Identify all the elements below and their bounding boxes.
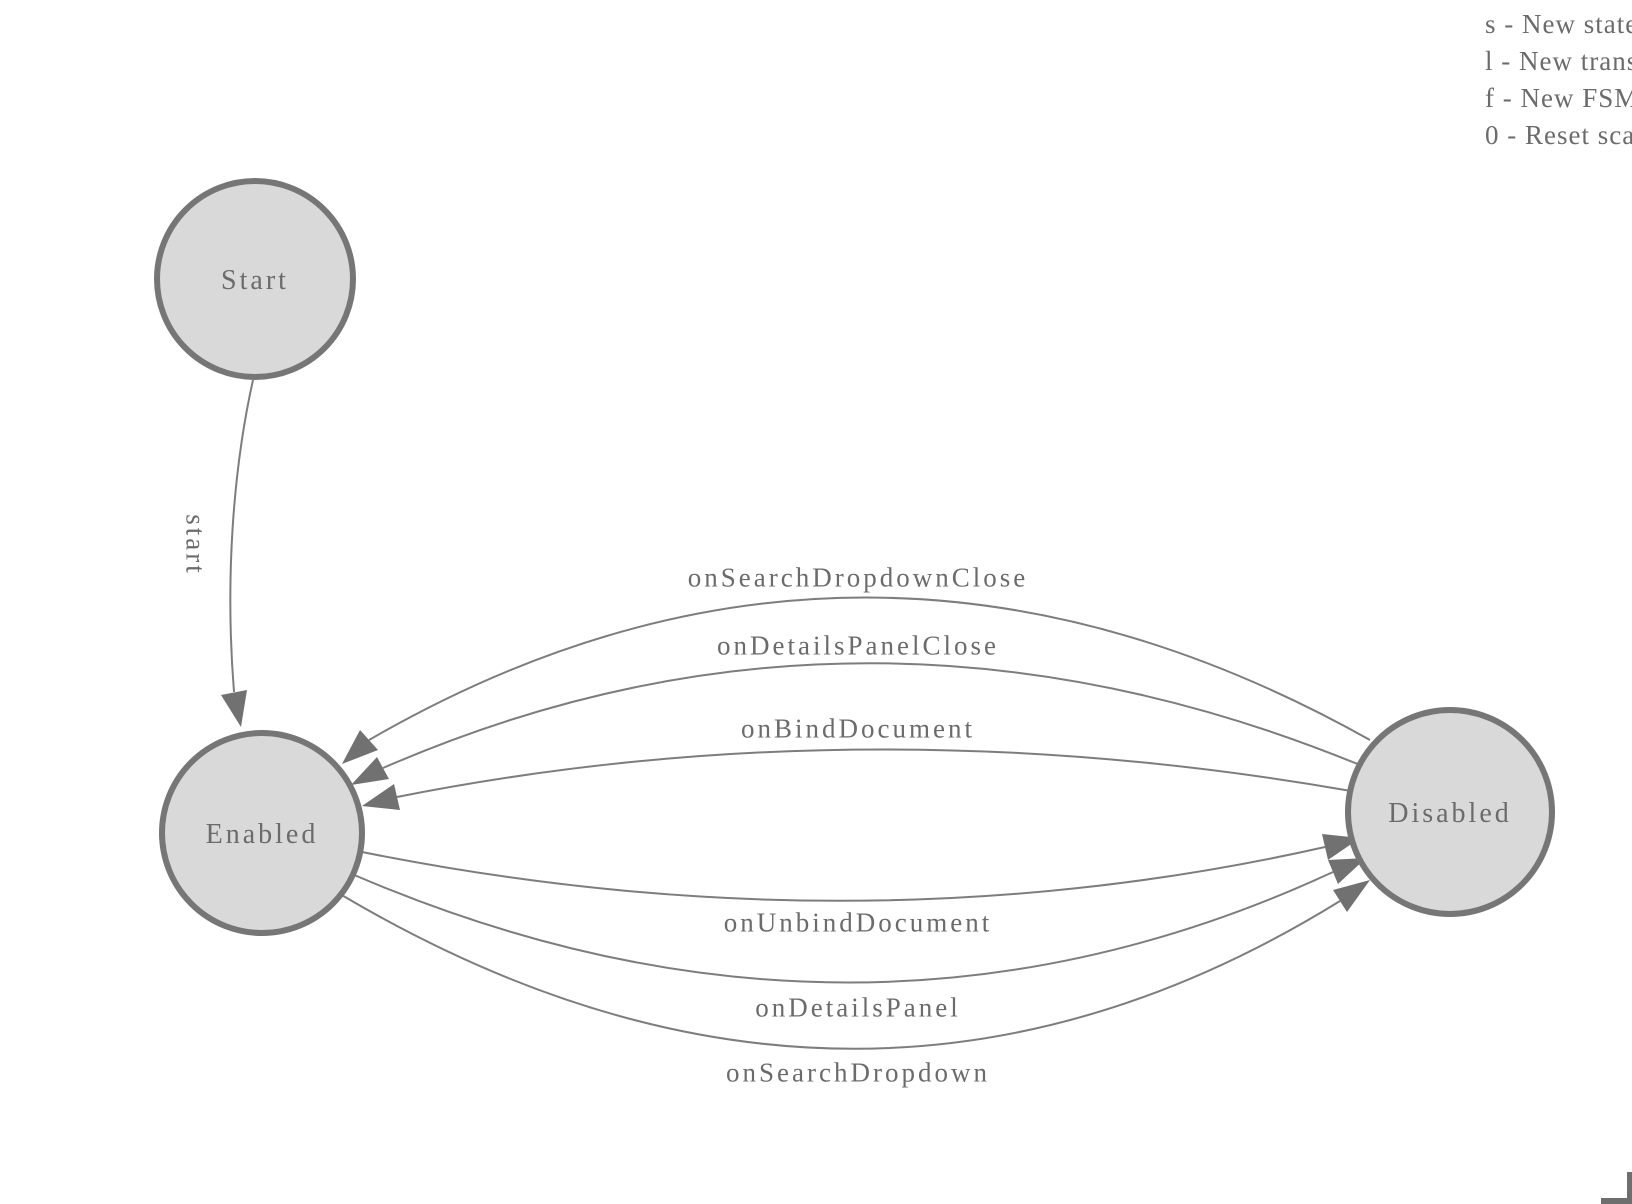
state-label-start: Start [221, 265, 289, 296]
arrowhead-icon [351, 757, 389, 785]
transition-onDetailsPanelClose[interactable]: onDetailsPanelClose [351, 630, 1361, 785]
shortcut-new-fsm: f - New FSM [1485, 83, 1632, 113]
arrowhead-icon [362, 784, 400, 810]
transition-onSearchDropdownClose[interactable]: onSearchDropdownClose [342, 562, 1371, 764]
arrowhead-icon [1328, 858, 1366, 884]
transition-label-onBindDocument: onBindDocument [741, 713, 975, 743]
transition-onDetailsPanel-line[interactable] [351, 871, 1334, 984]
transition-onSearchDropdown-line[interactable] [339, 893, 1341, 1050]
partial-corner-vertical-bar [1627, 1172, 1632, 1204]
transition-onDetailsPanel[interactable]: onDetailsPanel [351, 858, 1366, 1022]
transition-onDetailsPanelClose-line[interactable] [382, 662, 1361, 769]
arrowhead-icon [342, 730, 378, 764]
transition-onSearchDropdown[interactable]: onSearchDropdown [339, 880, 1370, 1087]
transition-label-onSearchDropdownClose: onSearchDropdownClose [688, 562, 1028, 592]
shortcut-legend: s - New state l - New transition f - New… [1485, 6, 1632, 154]
state-label-enabled: Enabled [206, 819, 319, 850]
transition-label-onDetailsPanel: onDetailsPanel [755, 992, 960, 1022]
shortcut-new-state: s - New state [1485, 9, 1632, 39]
partial-corner-horizontal-bar [1601, 1198, 1632, 1204]
state-node-enabled[interactable]: Enabled [159, 730, 365, 936]
transition-label-start: start [181, 514, 211, 576]
transition-onUnbindDocument[interactable]: onUnbindDocument [361, 834, 1360, 937]
state-node-start[interactable]: Start [154, 178, 356, 380]
transition-start[interactable]: start [181, 379, 254, 727]
state-node-disabled[interactable]: Disabled [1345, 707, 1555, 917]
shortcut-new-transition: l - New transition [1485, 46, 1632, 76]
state-circle-enabled[interactable] [159, 730, 365, 936]
transition-onBindDocument-line[interactable] [396, 748, 1352, 798]
transition-onBindDocument[interactable]: onBindDocument [362, 713, 1352, 810]
arrowhead-icon [1333, 880, 1370, 912]
shortcut-reset-scale: 0 - Reset scale [1485, 120, 1632, 150]
transition-label-onUnbindDocument: onUnbindDocument [724, 907, 992, 937]
transition-label-onSearchDropdown: onSearchDropdown [726, 1057, 990, 1087]
transition-start-line[interactable] [229, 379, 254, 693]
state-circle-start[interactable] [154, 178, 356, 380]
transition-label-onDetailsPanelClose: onDetailsPanelClose [717, 630, 999, 660]
state-circle-disabled[interactable] [1345, 707, 1555, 917]
arrowhead-icon [221, 690, 247, 727]
transition-onUnbindDocument-line[interactable] [361, 846, 1326, 902]
state-label-disabled: Disabled [1388, 798, 1512, 829]
transition-onSearchDropdownClose-line[interactable] [368, 596, 1371, 741]
